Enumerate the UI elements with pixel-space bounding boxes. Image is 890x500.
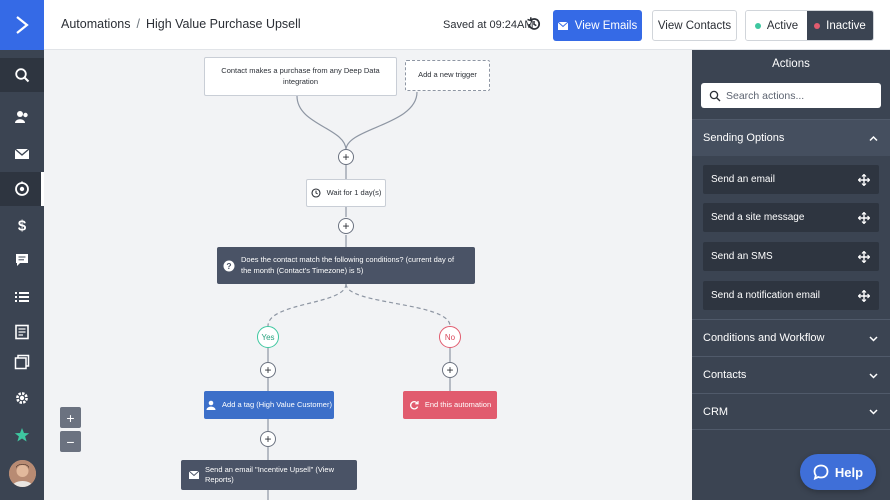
action-send-notification-email[interactable]: Send a notification email: [703, 281, 879, 310]
end-automation-node[interactable]: End this automation: [403, 391, 497, 419]
drag-move-icon[interactable]: [858, 173, 870, 186]
nav-settings-icon[interactable]: [0, 381, 44, 415]
user-tag-icon: [206, 400, 216, 410]
inactive-toggle-option[interactable]: Inactive: [807, 11, 873, 40]
nav-lists-icon[interactable]: [0, 280, 44, 314]
svg-text:?: ?: [226, 261, 231, 271]
user-avatar[interactable]: [9, 460, 36, 487]
active-toggle-option[interactable]: Active: [746, 11, 807, 40]
chevron-up-icon: [869, 135, 878, 141]
help-label: Help: [834, 464, 864, 480]
add-tag-label: Add a tag (High Value Customer): [222, 399, 332, 409]
nav-automations-icon[interactable]: [0, 172, 44, 206]
section-label: CRM: [703, 405, 729, 418]
add-step-plus-button[interactable]: +: [260, 362, 276, 378]
history-icon[interactable]: [526, 16, 542, 32]
left-nav: $: [0, 0, 44, 500]
chevron-down-icon: [869, 409, 878, 415]
envelope-icon: [557, 21, 568, 30]
view-emails-button[interactable]: View Emails: [553, 10, 642, 41]
chevron-down-icon: [869, 372, 878, 379]
nav-active-indicator: [41, 172, 44, 206]
nav-star-icon[interactable]: [0, 418, 44, 452]
actions-sidebar: Actions Sending Options Send an email Se…: [692, 50, 890, 500]
section-label: Conditions and Workflow: [703, 332, 825, 344]
avatar-face-icon: [9, 460, 36, 487]
flow-connectors: [267, 91, 451, 500]
end-automation-label: End this automation: [424, 399, 492, 409]
section-contacts[interactable]: Contacts: [692, 356, 890, 393]
send-email-label: Send an email "Incentive Upsell" (View R…: [205, 464, 335, 485]
search-actions-field[interactable]: [701, 83, 881, 108]
nav-conversations-icon[interactable]: [0, 243, 44, 277]
active-label: Active: [766, 19, 799, 32]
add-step-plus-button[interactable]: +: [338, 218, 354, 234]
no-branch-badge: No: [439, 326, 461, 348]
envelope-icon: [189, 470, 199, 479]
section-label: Contacts: [703, 369, 747, 381]
status-toggle: Active Inactive: [745, 10, 874, 41]
search-actions-input[interactable]: [726, 89, 876, 102]
chat-bubble-icon: [813, 464, 829, 480]
inactive-label: Inactive: [826, 19, 866, 32]
nav-deals-icon[interactable]: $: [0, 208, 44, 242]
action-label: Send an email: [711, 174, 775, 185]
action-send-email[interactable]: Send an email: [703, 165, 879, 194]
zoom-in-button[interactable]: +: [60, 407, 81, 428]
condition-node[interactable]: ? Does the contact match the following c…: [217, 247, 475, 284]
add-step-plus-button[interactable]: +: [338, 149, 354, 165]
nav-email-icon[interactable]: [0, 137, 44, 171]
yes-branch-badge: Yes: [257, 326, 279, 348]
page-title: High Value Purchase Upsell: [145, 17, 301, 31]
search-icon: [709, 90, 721, 101]
chevron-down-icon: [869, 335, 878, 342]
question-icon: ?: [223, 260, 235, 271]
send-email-node[interactable]: Send an email "Incentive Upsell" (View R…: [181, 460, 357, 490]
nav-contacts-icon[interactable]: [0, 100, 44, 134]
zoom-out-button[interactable]: −: [60, 431, 81, 452]
wait-label: Wait for 1 day(s): [326, 187, 382, 197]
action-send-site-message[interactable]: Send a site message: [703, 203, 879, 232]
action-send-sms[interactable]: Send an SMS: [703, 242, 879, 271]
logo-chevron-icon: [16, 16, 29, 34]
automation-canvas[interactable]: Contact makes a purchase from any Deep D…: [44, 50, 692, 500]
saved-status: Saved at 09:24AM: [443, 19, 534, 31]
breadcrumb: Automations / High Value Purchase Upsell: [61, 17, 301, 31]
active-dot-icon: [754, 22, 761, 29]
sidebar-title: Actions: [772, 57, 810, 70]
svg-text:$: $: [18, 218, 27, 234]
section-label: Sending Options: [703, 132, 785, 144]
inactive-dot-icon: [814, 22, 821, 29]
add-tag-node[interactable]: Add a tag (High Value Customer): [204, 391, 334, 419]
section-crm[interactable]: CRM: [692, 393, 890, 430]
nav-reports-icon[interactable]: [0, 315, 44, 349]
clock-icon: [311, 188, 321, 198]
wait-node[interactable]: Wait for 1 day(s): [306, 179, 386, 207]
breadcrumb-automations-link[interactable]: Automations: [61, 17, 131, 31]
action-label: Send an SMS: [711, 251, 773, 262]
drag-move-icon[interactable]: [858, 250, 870, 263]
trigger-node[interactable]: Contact makes a purchase from any Deep D…: [204, 57, 397, 96]
add-trigger-node[interactable]: Add a new trigger: [405, 60, 490, 91]
view-contacts-button[interactable]: View Contacts: [652, 10, 737, 41]
action-label: Send a site message: [711, 212, 805, 223]
section-conditions-workflow[interactable]: Conditions and Workflow: [692, 319, 890, 356]
logo[interactable]: [0, 0, 44, 50]
breadcrumb-separator: /: [136, 17, 140, 31]
nav-pages-icon[interactable]: [0, 345, 44, 379]
action-label: Send a notification email: [711, 290, 820, 301]
section-sending-options[interactable]: Sending Options: [692, 119, 890, 156]
drag-move-icon[interactable]: [858, 289, 870, 302]
refresh-icon: [409, 401, 419, 410]
top-header: Automations / High Value Purchase Upsell S…: [44, 0, 890, 50]
add-step-plus-button[interactable]: +: [442, 362, 458, 378]
drag-move-icon[interactable]: [858, 211, 870, 224]
help-button[interactable]: Help: [800, 454, 876, 490]
view-emails-label: View Emails: [574, 19, 638, 32]
nav-search-icon[interactable]: [0, 58, 44, 92]
condition-label: Does the contact match the following con…: [241, 255, 455, 275]
add-step-plus-button[interactable]: +: [260, 431, 276, 447]
